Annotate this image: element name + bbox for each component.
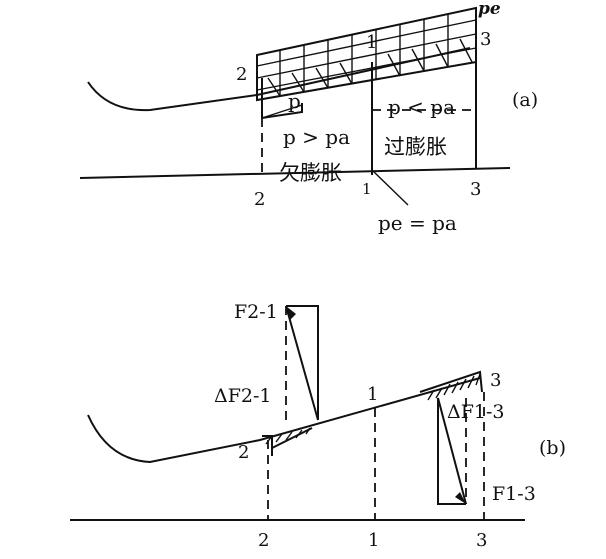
nozzle-wall-a [87,47,471,112]
under-relation: p > pa [283,125,350,149]
point-3-label-b: 3 [490,370,501,391]
f21-vector [285,305,319,421]
base-2-label-a: 2 [254,189,265,210]
equal-relation: pe = pa [378,211,457,235]
p-label: p [288,89,301,113]
under-text: 欠膨胀 [279,161,342,185]
point-2-label-b: 2 [238,442,249,463]
over-text: 过膨胀 [384,135,447,159]
base-3-label-a: 3 [470,179,481,200]
f21-arrowhead [286,306,296,320]
pressure-grid [256,6,477,102]
point-1-label-b: 1 [367,384,378,405]
base-2-label-b: 2 [258,530,269,551]
baseline-a [79,167,511,179]
panel-b: F2-1 ΔF2-1 1 3 ΔF1-3 2 (b) F1-3 2 1 3 [70,301,566,551]
point-1-label-a: 1 [366,32,377,53]
df21-label: ΔF2-1 [214,385,272,407]
base-1-label-b: 1 [368,530,379,551]
panel-b-tag: (b) [539,437,566,459]
base-1-label-a: 1 [362,180,372,198]
f21-label: F2-1 [234,301,278,323]
pe-label: pe [478,0,501,19]
over-relation: p < pa [388,95,455,119]
equal-leader [371,169,409,206]
under-expansion-region [261,78,303,120]
panel-a-tag: (a) [512,89,538,111]
f13-arrowhead [455,492,466,504]
df13-label: ΔF1-3 [447,401,505,423]
f13-vector [437,397,467,505]
point-3-label-a: 3 [480,29,491,50]
nozzle-wall-b [87,377,481,464]
f13-label: F1-3 [492,483,536,505]
panel-a: pe 3 1 2 p (a) p < pa 过膨胀 p > pa 欠膨胀 2 1… [79,0,538,235]
base-3-label-b: 3 [476,530,487,551]
point-2-label-a: 2 [236,64,247,85]
